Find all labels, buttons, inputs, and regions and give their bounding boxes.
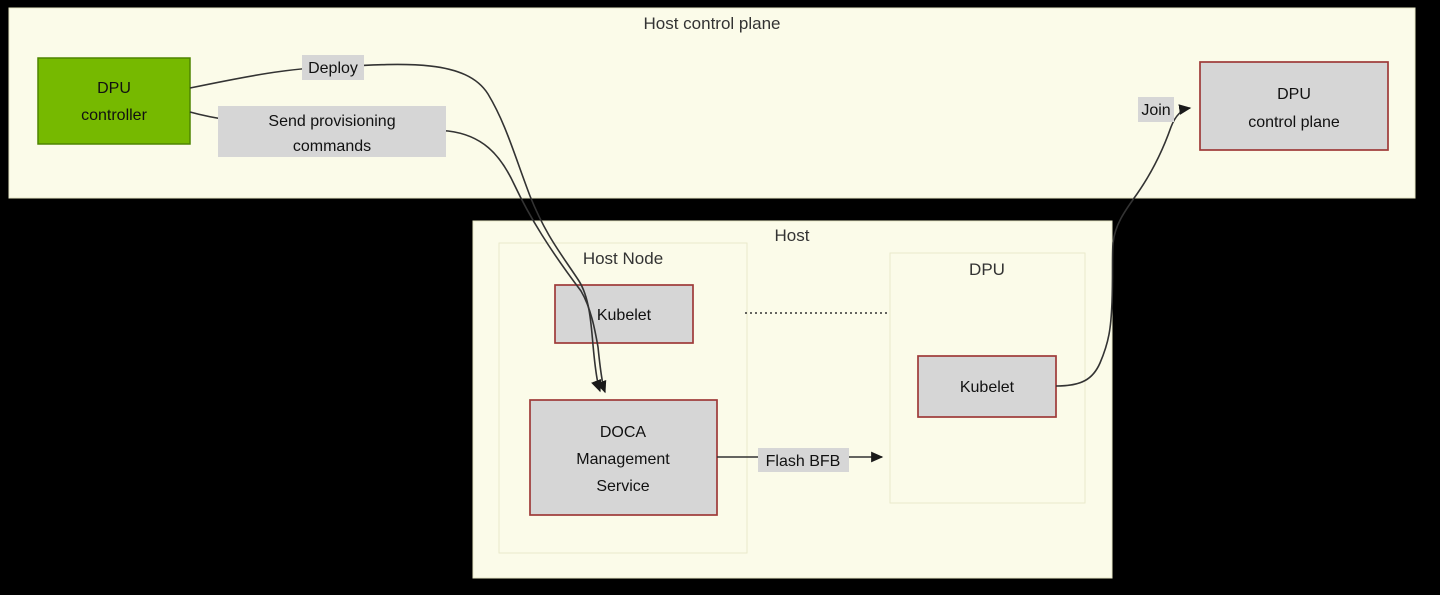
dpu-controller-label-line1: DPU	[97, 80, 131, 97]
join-edge-label-text: Join	[1141, 102, 1170, 119]
doca-management-service-node	[529, 399, 718, 516]
deploy-edge-label-text: Deploy	[308, 60, 358, 77]
dpu-control-plane-label-line2: control plane	[1248, 114, 1340, 131]
host-control-plane-title: Host control plane	[643, 14, 780, 33]
send-provisioning-edge-label: Send provisioning commands	[218, 106, 446, 157]
kubelet-host-node	[554, 284, 694, 344]
kubelet-host-label: Kubelet	[597, 307, 652, 324]
flash-bfb-edge-label: Flash BFB	[758, 448, 849, 472]
flash-bfb-edge-label-bg	[758, 448, 849, 472]
dpu-control-plane-node	[1199, 61, 1389, 151]
join-edge-path	[1055, 104, 1192, 387]
flash-bfb-edge-label-text: Flash BFB	[766, 453, 841, 470]
send-provisioning-label-line1: Send provisioning	[268, 113, 395, 130]
host-node-cluster-title: Host Node	[583, 249, 663, 268]
deploy-edge-label: Deploy	[302, 55, 364, 80]
doca-label-line1: DOCA	[600, 424, 647, 441]
doca-label-line2: Management	[576, 451, 670, 468]
kubelet-dpu-label: Kubelet	[960, 379, 1015, 396]
dpu-controller-label-line2: controller	[81, 107, 147, 124]
join-edge-label-bg	[1138, 97, 1174, 122]
send-provisioning-label-line2: commands	[293, 138, 371, 155]
deploy-edge-label-bg	[302, 55, 364, 80]
send-provisioning-edge-label-bg	[218, 106, 446, 157]
dpu-controller-node	[37, 57, 191, 145]
dpu-control-plane-label-line1: DPU	[1277, 86, 1311, 103]
doca-label-line3: Service	[596, 478, 649, 495]
kubelet-dpu-node	[917, 355, 1057, 418]
host-cluster-title: Host	[775, 226, 810, 245]
dpu-cluster-title: DPU	[969, 260, 1005, 279]
join-edge-label: Join	[1138, 97, 1174, 122]
host-control-plane-cluster	[8, 7, 1416, 199]
